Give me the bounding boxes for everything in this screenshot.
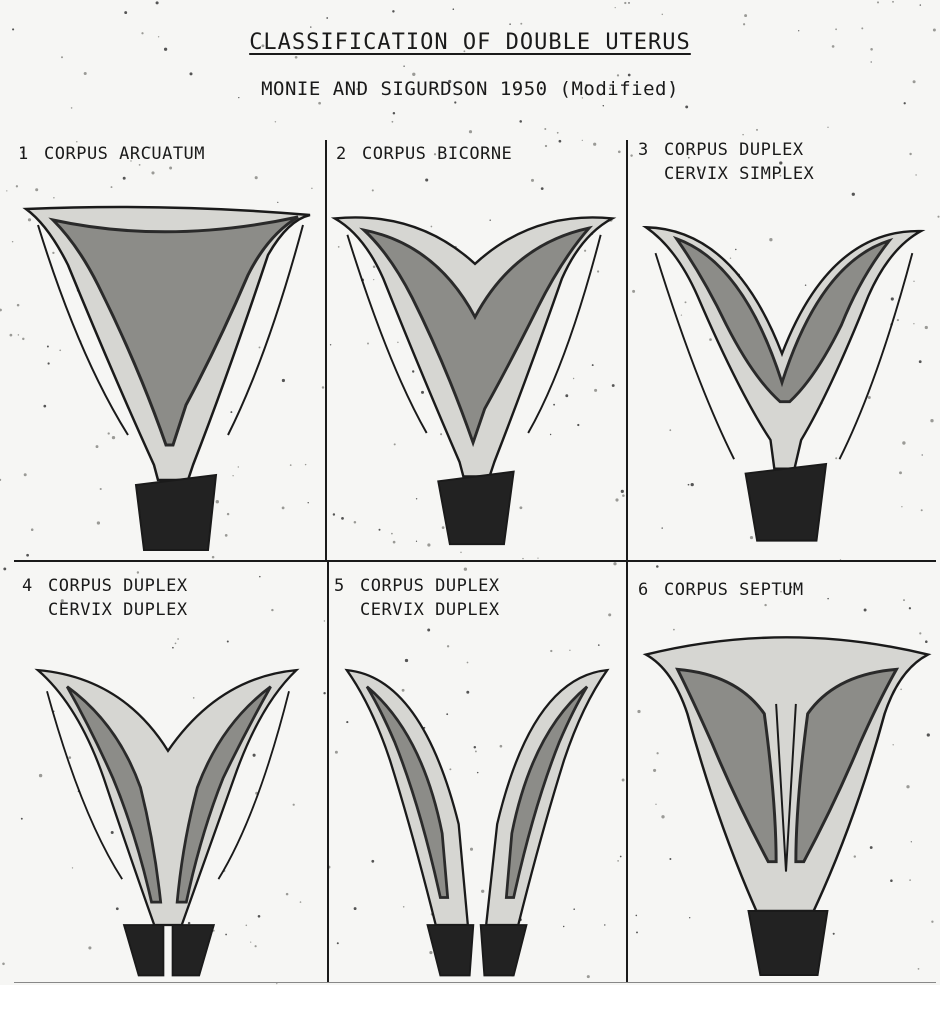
- panel-label: 5CORPUS DUPLEX CERVIX DUPLEX: [334, 574, 500, 622]
- uterus-drawing-septum: [636, 625, 936, 980]
- cervix: [136, 475, 216, 550]
- panel-label-line2: CERVIX SIMPLEX: [638, 162, 814, 186]
- panel-label-line1: CORPUS ARCUATUM: [44, 144, 205, 164]
- divider-vertical-right-bottom: [626, 562, 628, 982]
- divider-horizontal: [14, 560, 936, 562]
- uterus-drawing-duplex-simplex: [632, 210, 932, 555]
- panel-label-line1: CORPUS SEPTUM: [664, 580, 804, 600]
- uterine-wall-right: [486, 670, 607, 925]
- cervix-right: [173, 925, 214, 975]
- uterine-wall-left: [347, 670, 468, 925]
- panel-label-line1: CORPUS BICORNE: [362, 144, 512, 164]
- panel-number: 3: [638, 138, 664, 162]
- panel-number: 1: [18, 142, 44, 166]
- uterus-drawing-bicorne: [330, 195, 620, 555]
- panel-label-line2: CERVIX DUPLEX: [334, 598, 500, 622]
- cervix-left: [124, 925, 163, 975]
- divider-bottom: [14, 982, 936, 983]
- panel-label: 6CORPUS SEPTUM: [638, 578, 804, 602]
- divider-vertical-right-top: [626, 140, 628, 560]
- panel-label-line2: CERVIX DUPLEX: [22, 598, 188, 622]
- page-margin-bottom: [0, 985, 940, 1010]
- panel-number: 2: [336, 142, 362, 166]
- uterine-cavity: [53, 217, 298, 445]
- panel-label-line1: CORPUS DUPLEX: [664, 140, 804, 160]
- panel-label: 4CORPUS DUPLEX CERVIX DUPLEX: [22, 574, 188, 622]
- panel-number: 6: [638, 578, 664, 602]
- panel-number: 4: [22, 574, 48, 598]
- cervix: [746, 464, 827, 541]
- divider-vertical-left-top: [325, 140, 327, 560]
- panel-label-line1: CORPUS DUPLEX: [360, 576, 500, 596]
- uterus-drawing-duplex-separate: [332, 650, 622, 980]
- uterus-drawing-arcuatum: [18, 195, 318, 555]
- panel-label: 1CORPUS ARCUATUM: [18, 142, 205, 166]
- panel-number: 5: [334, 574, 360, 598]
- uterus-drawing-duplex-duplex: [18, 650, 318, 980]
- panel-label: 3CORPUS DUPLEX CERVIX SIMPLEX: [638, 138, 814, 186]
- cervix-left: [428, 925, 474, 975]
- panel-label: 2CORPUS BICORNE: [336, 142, 512, 166]
- cervix: [438, 472, 513, 544]
- cervix: [749, 911, 828, 975]
- cervix-right: [481, 925, 527, 975]
- divider-vertical-left-bottom: [327, 562, 329, 982]
- uterine-cavity: [364, 228, 589, 443]
- panel-label-line1: CORPUS DUPLEX: [48, 576, 188, 596]
